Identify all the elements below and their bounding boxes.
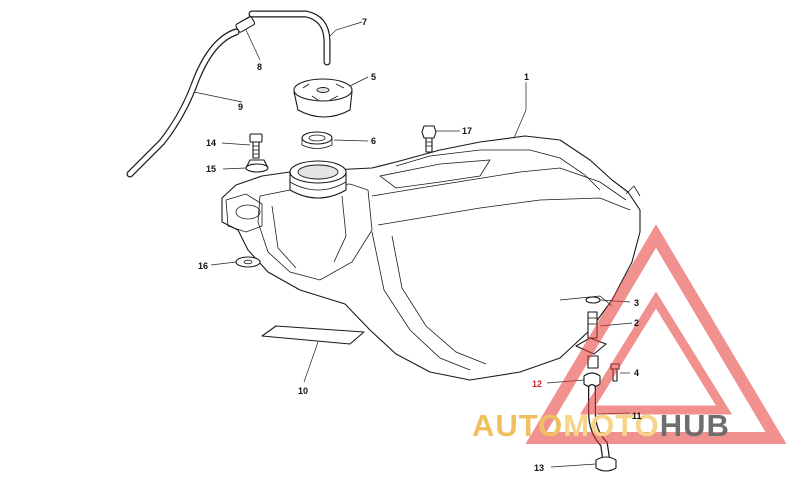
callout-9: 9 <box>238 102 243 112</box>
fuel-cap <box>293 78 353 118</box>
cap-gasket <box>301 131 333 149</box>
callout-16: 16 <box>198 261 208 271</box>
spacer-15 <box>245 159 269 173</box>
callout-12: 12 <box>532 379 542 389</box>
fuel-tank <box>221 135 641 381</box>
watermark-auto: AUTO <box>472 408 563 443</box>
clamp-13 <box>595 456 617 472</box>
callout-3: 3 <box>634 298 639 308</box>
callout-2: 2 <box>634 318 639 328</box>
callout-4: 4 <box>634 368 639 378</box>
watermark-logo <box>525 224 787 444</box>
screw-17 <box>421 125 437 153</box>
vent-hose <box>126 28 240 178</box>
watermark-text: AUTOMOTOHUB <box>472 408 730 443</box>
callout-11: 11 <box>632 411 642 421</box>
callout-13: 13 <box>534 463 544 473</box>
callout-10: 10 <box>298 386 308 396</box>
watermark-hub: HUB <box>660 408 730 443</box>
callout-8: 8 <box>257 62 262 72</box>
callout-labels: 1 2 3 4 5 6 7 8 9 10 11 12 13 14 15 16 1… <box>198 17 642 473</box>
watermark-moto: MOTO <box>563 408 659 443</box>
filler-neck <box>289 160 347 199</box>
callout-6: 6 <box>371 136 376 146</box>
callout-1: 1 <box>524 72 529 82</box>
callout-17: 17 <box>462 126 472 136</box>
logo-triangle-outer <box>525 224 787 444</box>
callout-5: 5 <box>371 72 376 82</box>
o-ring-3 <box>585 296 601 304</box>
rubber-pad <box>261 325 365 345</box>
callout-14: 14 <box>206 138 216 148</box>
screw-14 <box>249 133 263 159</box>
callout-7: 7 <box>362 17 367 27</box>
logo-triangle-inner <box>579 291 733 415</box>
callout-15: 15 <box>206 164 216 174</box>
washer-16 <box>235 256 261 268</box>
breather-tube <box>248 10 331 66</box>
